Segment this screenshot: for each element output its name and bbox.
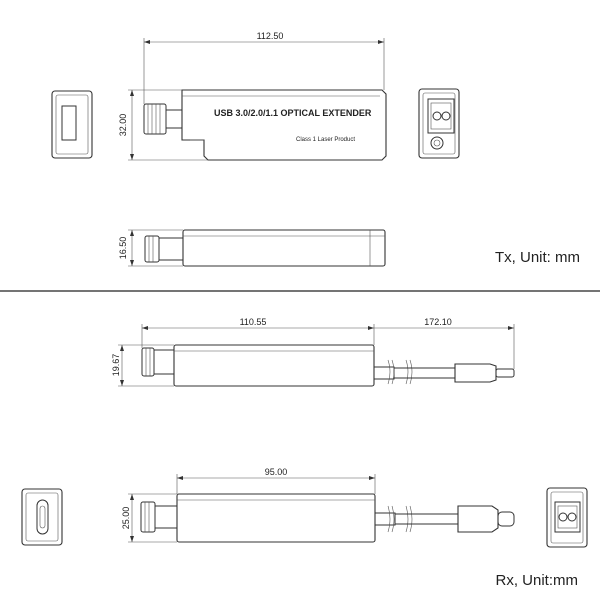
tx-right-end-view <box>418 88 460 159</box>
rx-section: 110.55 172.10 19.67 <box>21 317 588 589</box>
rx-cable-dimension: 172.10 <box>374 317 515 369</box>
rx-right-end-view <box>546 487 588 548</box>
tx-height-label: 32.00 <box>118 114 128 137</box>
rx-height-label: 25.00 <box>121 507 131 530</box>
rx-thickness-label: 19.67 <box>111 354 121 377</box>
rx-caption: Rx, Unit:mm <box>496 572 579 589</box>
tx-section: USB 3.0/2.0/1.1 OPTICAL EXTENDER Class 1… <box>51 31 580 267</box>
tx-caption: Tx, Unit: mm <box>495 249 580 266</box>
rx-height-dimension: 25.00 <box>121 493 177 543</box>
tx-fiber-connector <box>143 103 183 135</box>
tx-product-subtitle: Class 1 Laser Product <box>296 137 355 143</box>
rx-thickness-dimension: 19.67 <box>111 344 174 387</box>
tx-left-end-view <box>51 90 93 159</box>
rx-length-bottom-dimension: 95.00 <box>176 467 376 494</box>
tx-thickness-label: 16.50 <box>118 237 128 260</box>
tx-length-label: 112.50 <box>257 31 284 41</box>
rx-side-view: 110.55 172.10 19.67 <box>111 317 515 387</box>
tx-product-title: USB 3.0/2.0/1.1 OPTICAL EXTENDER <box>214 108 372 118</box>
rx-length-top-label: 110.55 <box>240 317 267 327</box>
tx-thickness-dimension: 16.50 <box>118 229 183 267</box>
rx-length-top-dimension: 110.55 <box>141 317 375 348</box>
tx-top-view: USB 3.0/2.0/1.1 OPTICAL EXTENDER Class 1… <box>118 31 387 161</box>
tx-side-view: 16.50 <box>118 229 386 267</box>
tx-length-dimension: 112.50 <box>143 31 385 104</box>
rx-length-bottom-label: 95.00 <box>265 467 288 477</box>
rx-cable-label: 172.10 <box>424 317 452 327</box>
rx-left-end-view <box>21 488 63 546</box>
tx-height-dimension: 32.00 <box>118 89 208 161</box>
rx-top-view: 95.00 25.00 <box>121 467 515 543</box>
